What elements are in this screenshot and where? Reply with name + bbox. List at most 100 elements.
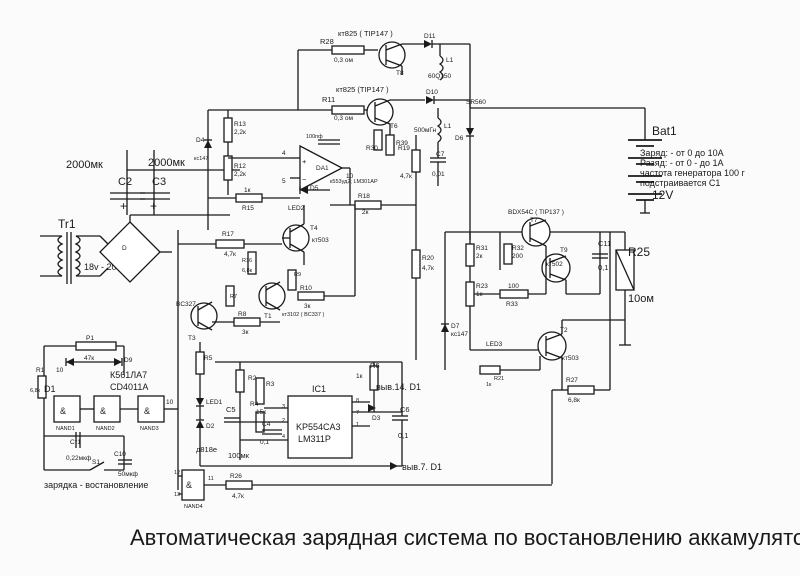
da1-type: к553уд2; LM301AP (330, 179, 378, 185)
t7-ref: T7 (530, 217, 538, 224)
p1-value: 47к (84, 355, 94, 362)
c6-value: 0,1 (398, 431, 408, 440)
r13-value: 2,2к (234, 129, 246, 136)
d1-type1: К561ЛА7 (110, 370, 147, 380)
t3-type: BC327 (176, 301, 196, 308)
c10-ref: C10 (114, 451, 126, 458)
ic1-type1: KP554CA3 (296, 422, 341, 432)
pin14-note: выв.14. D1 (376, 382, 421, 392)
t6-stage: кт825 (TIP147 ) R11 0,3 ом T6 R39 R30 D1… (298, 85, 471, 156)
svg-text:4: 4 (282, 434, 285, 440)
t8-ref: T8 (396, 70, 404, 77)
r17-ref: R17 (222, 231, 234, 238)
svg-text:13: 13 (174, 492, 180, 498)
l1-value: 500мГн (414, 127, 436, 134)
c4-ref: C4 (262, 421, 271, 428)
r13-ref: R13 (234, 121, 246, 128)
t6-ref: T6 (390, 123, 398, 130)
switch-label: зарядка - востановление (44, 480, 148, 490)
d5-ref: D5 (310, 185, 319, 192)
r26-value: 4,7к (232, 493, 244, 500)
output-filter: L1 60Q150 L1 500мГн D6 SR560 (414, 44, 486, 240)
r11-ref: R11 (322, 95, 335, 104)
r12-value: 2,2к (234, 171, 246, 178)
led2-ref: LED2 (288, 205, 305, 212)
spec-discharge: Разяд: - от 0 - до 1А (640, 158, 724, 168)
opamp-da1: + − DA1 к553уд2; LM301AP 100пф 4 5 10 (282, 134, 378, 192)
nand4: NAND4 (184, 504, 203, 510)
svg-text:+: + (302, 157, 307, 166)
r31-ref: R31 (476, 245, 488, 252)
ic1-type2: LM311P (298, 434, 331, 444)
c1-ref: C*1 (70, 439, 81, 446)
c2-value: 2000мк (66, 159, 103, 171)
c2-ref: C2 (118, 176, 132, 188)
d10-ref: D10 (426, 89, 438, 96)
generator-d1: P1 47к D9 10 R1 6,8к & NAND1 & NAND2 & N… (30, 335, 178, 490)
r1-value: 6,8к (30, 388, 41, 394)
r11-value: 0,3 ом (334, 115, 353, 122)
r6-value: 1к (356, 373, 363, 380)
svg-text:D: D (122, 245, 127, 252)
c-opamp-value: 100пф (306, 134, 323, 140)
pin7-note: выв.7. D1 (402, 462, 442, 472)
c7-value: 0,01 (432, 171, 445, 178)
battery-bat1: Bat1 12V (470, 107, 677, 214)
r12-ref: R12 (234, 163, 246, 170)
diagram-title: Автоматическая зарядная система по воста… (130, 525, 800, 550)
c6-ref: C6 (400, 405, 410, 414)
r30-ref: R30 (366, 145, 378, 152)
svg-text:&: & (60, 406, 66, 416)
r20: R20 4,7к (411, 210, 434, 360)
r33-value: 100 (508, 283, 519, 290)
ic1-block: R2 R3 R4 15к C5 100мк C4 0,1 IC1 KP554CA… (215, 361, 442, 472)
c7-r19: C7 0,01 R19 4,7к (398, 135, 446, 210)
c10-value: 50мкф (118, 471, 139, 478)
svg-text:2: 2 (282, 418, 285, 424)
r9-ref: R9 (294, 272, 301, 278)
filter-caps: C2 C3 + + 2000мк 2000мк (66, 150, 240, 216)
r23-ref: R23 (476, 283, 488, 290)
r21-value: 1к (486, 382, 492, 388)
nand1: NAND1 (56, 426, 75, 432)
d9-ref: D9 (124, 357, 133, 364)
r3-ref: R3 (266, 381, 275, 388)
r27-value: 6,8к (568, 397, 580, 404)
svg-text:1: 1 (356, 422, 359, 428)
ic1-ref: IC1 (312, 384, 326, 394)
svg-text:+: + (120, 199, 127, 213)
battery-voltage: 12V (652, 188, 673, 202)
r15-val-top: 1к (244, 187, 251, 194)
led1-ref: LED1 (206, 399, 223, 406)
svg-text:&: & (186, 480, 192, 490)
spec-charge: Заряд: - от 0 до 10А (640, 148, 724, 158)
r16-value: 6,8к (242, 268, 253, 274)
r21-ref: R21 (494, 376, 504, 382)
c7-ref: C7 (436, 151, 445, 158)
d4-type: кс147 (194, 156, 208, 162)
d1-ref: D1 (44, 384, 56, 394)
t4-ref: T4 (310, 225, 318, 232)
r39-ref: R39 (396, 140, 408, 147)
c11-ref: C11 (598, 239, 611, 248)
d7-type: кс147 (451, 331, 468, 338)
t1-type: кт3102 ( BC337 ) (282, 312, 324, 318)
svg-text:+: + (150, 199, 157, 213)
battery-ref: Bat1 (652, 124, 677, 138)
r32-ref: R32 (512, 245, 524, 252)
r31-value: 2к (476, 253, 483, 260)
r27-ref: R27 (566, 377, 578, 384)
t8-type: кт825 ( TIP147 ) (338, 29, 393, 38)
spec-adjust: подстраивается С1 (640, 178, 720, 188)
c5-value: 100мк (228, 451, 250, 460)
r10-ref: R10 (300, 285, 312, 292)
d7-ref: D7 (451, 323, 460, 330)
sr560: SR560 (466, 99, 486, 106)
d2-ref: D2 (206, 423, 215, 430)
d2-type: д818е (196, 445, 217, 454)
r16-ref: R16 (242, 258, 252, 264)
r2-ref: R2 (248, 375, 257, 382)
svg-text:5: 5 (282, 178, 286, 185)
r15-ref: R15 (242, 205, 254, 212)
